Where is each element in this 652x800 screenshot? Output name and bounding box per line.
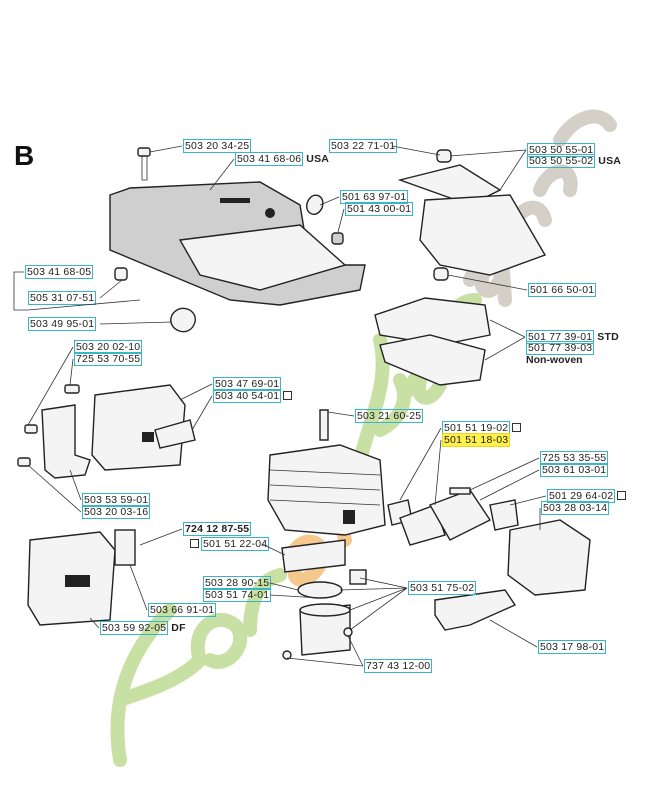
- part-label[interactable]: 503 28 03-14: [541, 501, 610, 515]
- part-label[interactable]: 503 47 69-01: [213, 377, 282, 391]
- part-label[interactable]: 503 41 68-05: [25, 265, 94, 279]
- intake-boot-part: [434, 589, 517, 631]
- part-label[interactable]: 503 17 98-01: [538, 640, 607, 654]
- part-label[interactable]: 724 12 87-55: [183, 522, 252, 536]
- bracket-part: [41, 404, 91, 479]
- section-letter: B: [14, 140, 35, 171]
- air-filter-part: [374, 297, 491, 386]
- needle-bearing-part: [349, 569, 367, 585]
- cylinder-part: [267, 444, 386, 536]
- part-label[interactable]: 503 20 02-10: [74, 340, 143, 354]
- part-label[interactable]: 725 53 35-55: [540, 451, 609, 465]
- knob-part-2: [433, 267, 449, 281]
- intake-adapter-part: [399, 504, 446, 546]
- part-label-highlighted[interactable]: 501 51 18-03: [442, 433, 511, 447]
- cylinder-bolt-part: [319, 409, 329, 441]
- bolt-part-3: [17, 457, 31, 467]
- bolt-part-2: [24, 424, 38, 434]
- part-label[interactable]: 503 20 03-16: [82, 505, 151, 519]
- part-label[interactable]: 503 40 54-01: [213, 389, 293, 403]
- non-woven-note: Non-woven: [526, 354, 583, 366]
- new-part-square-icon: [283, 391, 293, 400]
- new-part-square-icon: [512, 423, 522, 432]
- part-label[interactable]: 503 22 71-01: [329, 139, 398, 153]
- part-label[interactable]: 503 20 34-25: [183, 139, 252, 153]
- part-label[interactable]: 503 51 75-02: [408, 581, 477, 595]
- part-label[interactable]: 503 21 60-25: [355, 409, 424, 423]
- part-label[interactable]: 503 66 91-01: [148, 603, 217, 617]
- clip-part: [305, 194, 324, 215]
- spark-screen-part: [114, 529, 136, 566]
- muffler-lower-part: [27, 531, 116, 626]
- circlip-part: [282, 650, 292, 660]
- top-cover-part: [109, 181, 366, 306]
- carburetor-part: [507, 519, 591, 596]
- part-label[interactable]: 501 29 64-02: [547, 489, 627, 503]
- part-label[interactable]: 501 51 22-04: [190, 537, 270, 551]
- air-filter-cover-part: [397, 164, 547, 276]
- part-label[interactable]: 503 53 59-01: [82, 493, 151, 507]
- part-label[interactable]: 503 50 55-01: [527, 143, 596, 157]
- part-label[interactable]: 505 31 07-51: [28, 291, 97, 305]
- piston-part: [299, 603, 351, 656]
- part-label[interactable]: 501 51 19-02: [442, 421, 522, 435]
- new-part-square-icon: [190, 539, 199, 548]
- new-part-square-icon: [617, 491, 627, 500]
- part-label[interactable]: 503 61 03-01: [540, 463, 609, 477]
- bolt-part: [64, 384, 80, 394]
- bushing-part: [331, 232, 344, 245]
- part-label[interactable]: 725 53 70-55: [74, 352, 143, 366]
- part-label[interactable]: 501 66 50-01: [528, 283, 597, 297]
- part-label[interactable]: 503 28 90-15: [203, 576, 272, 590]
- muffler-part: [91, 384, 196, 471]
- part-label[interactable]: 501 77 39-03: [526, 341, 595, 355]
- part-label[interactable]: 737 43 12-00: [364, 659, 433, 673]
- part-label[interactable]: 503 49 95-01: [28, 317, 97, 331]
- carb-gasket-part: [489, 499, 519, 531]
- part-label[interactable]: 501 43 00-01: [345, 202, 414, 216]
- grommet-part: [114, 267, 128, 281]
- intake-manifold-part: [428, 489, 492, 541]
- part-label[interactable]: 503 51 74-01: [203, 588, 272, 602]
- part-label[interactable]: 501 63 97-01: [340, 190, 409, 204]
- base-gasket-part: [281, 539, 346, 573]
- retainer-part: [170, 307, 196, 333]
- manifold-screw-part: [449, 487, 471, 495]
